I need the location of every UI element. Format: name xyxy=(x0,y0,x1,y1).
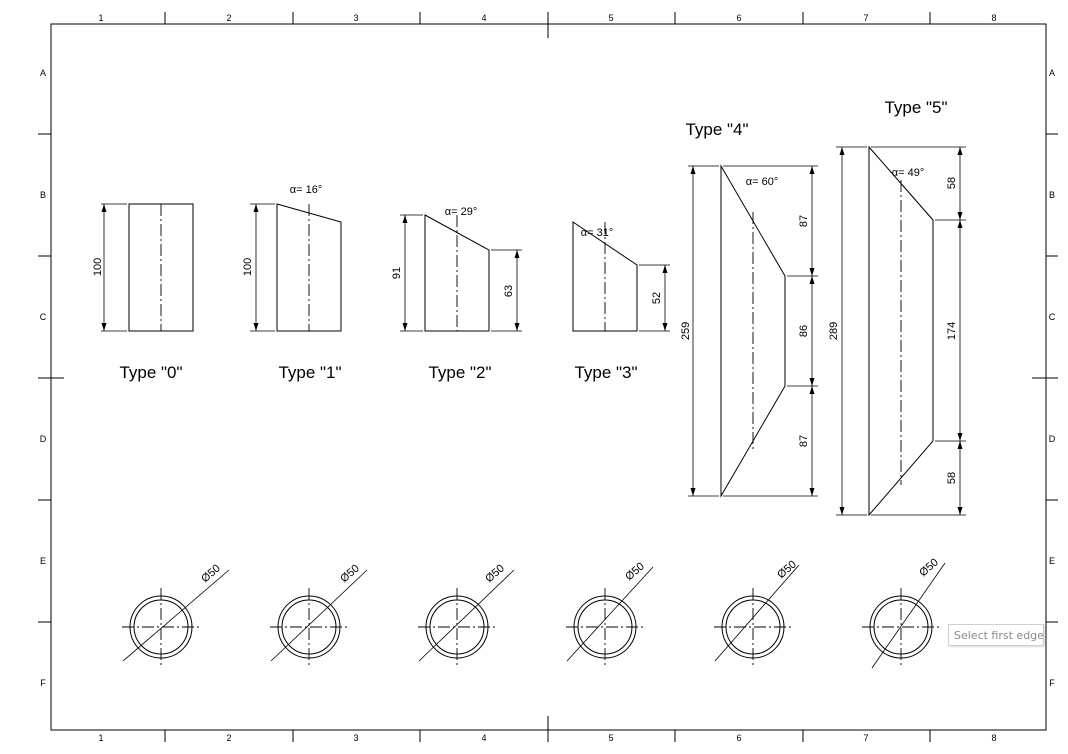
type-2-angle: α= 29° xyxy=(445,206,477,218)
col-label: 8 xyxy=(991,13,996,23)
type-4-top-dim: 87 xyxy=(798,215,810,227)
row-label: C xyxy=(40,312,47,322)
row-labels-right: A B C D E F xyxy=(1049,68,1056,688)
row-label: E xyxy=(40,556,46,566)
col-label: 1 xyxy=(98,13,103,23)
type-4-bottom-dim: 87 xyxy=(798,435,810,447)
row-label: F xyxy=(40,678,46,688)
type-0-diameter-label: Ø50 xyxy=(199,562,223,585)
col-label: 4 xyxy=(481,13,486,23)
col-label: 7 xyxy=(863,13,868,23)
type-1-height-dim: 100 xyxy=(242,258,254,276)
type-1-profile[interactable]: 100 α= 16° xyxy=(242,184,342,332)
column-labels-top: 1 2 3 4 5 6 7 8 xyxy=(98,13,996,23)
type-4-mid-dim: 86 xyxy=(798,325,810,337)
type-5-diameter-label: Ø50 xyxy=(917,556,941,579)
column-labels-bottom: 1 2 3 4 5 6 7 8 xyxy=(98,733,996,743)
type-1-label: Type "1" xyxy=(278,363,341,382)
col-label: 7 xyxy=(863,733,868,743)
row-label: C xyxy=(1049,312,1056,322)
row-label: A xyxy=(1049,68,1055,78)
row-zone-markers xyxy=(38,133,1058,623)
type-2-left-dim: 91 xyxy=(391,267,403,279)
type-0-profile[interactable]: 100 xyxy=(92,203,194,332)
cursor-tooltip: Select first edge xyxy=(948,624,1044,646)
type-0-circle-view[interactable]: Ø50 xyxy=(122,562,230,666)
row-label: A xyxy=(40,68,46,78)
type-3-angle: α= 31° xyxy=(581,227,613,239)
type-1-diameter-label: Ø50 xyxy=(338,562,362,585)
type-1-circle-view[interactable]: Ø50 xyxy=(270,562,368,666)
row-label: E xyxy=(1049,556,1055,566)
type-5-total-dim: 289 xyxy=(828,322,840,340)
col-label: 1 xyxy=(98,733,103,743)
type-5-angle: α= 49° xyxy=(892,167,924,179)
type-2-circle-view[interactable]: Ø50 xyxy=(418,562,515,666)
type-2-right-dim: 63 xyxy=(503,285,515,297)
type-4-profile[interactable]: 259 87 86 87 α= 60° xyxy=(680,164,818,498)
type-0-height-dim: 100 xyxy=(92,258,104,276)
col-label: 6 xyxy=(736,733,741,743)
type-4-diameter-label: Ø50 xyxy=(775,558,799,581)
row-label: B xyxy=(1049,190,1055,200)
type-4-circle-view[interactable]: Ø50 xyxy=(714,558,800,666)
type-5-mid-dim: 174 xyxy=(946,322,958,340)
row-label: D xyxy=(40,434,47,444)
type-5-profile[interactable]: 289 58 174 58 α= 49° xyxy=(828,145,966,517)
col-label: 3 xyxy=(353,733,358,743)
type-3-label: Type "3" xyxy=(574,363,637,382)
col-label: 8 xyxy=(991,733,996,743)
type-3-circle-view[interactable]: Ø50 xyxy=(566,560,654,666)
type-4-total-dim: 259 xyxy=(680,322,692,340)
drawing-frame xyxy=(50,23,1047,731)
type-2-label: Type "2" xyxy=(428,363,491,382)
row-label: B xyxy=(40,190,46,200)
type-1-angle: α= 16° xyxy=(290,184,322,196)
type-5-top-dim: 58 xyxy=(946,177,958,189)
type-4-angle: α= 60° xyxy=(746,176,778,188)
col-label: 5 xyxy=(608,733,613,743)
column-zone-markers xyxy=(164,12,931,742)
type-5-circle-view[interactable]: Ø50 xyxy=(862,556,946,669)
type-3-diameter-label: Ø50 xyxy=(623,560,647,583)
type-2-diameter-label: Ø50 xyxy=(483,562,507,585)
col-label: 3 xyxy=(353,13,358,23)
type-3-profile[interactable]: 52 α= 31° xyxy=(572,221,670,332)
type-5-label: Type "5" xyxy=(884,98,947,117)
col-label: 5 xyxy=(608,13,613,23)
row-label: F xyxy=(1049,678,1055,688)
type-4-label: Type "4" xyxy=(685,120,748,139)
col-label: 6 xyxy=(736,13,741,23)
row-labels-left: A B C D E F xyxy=(40,68,47,688)
col-label: 4 xyxy=(481,733,486,743)
col-label: 2 xyxy=(226,733,231,743)
row-label: D xyxy=(1049,434,1056,444)
type-3-right-dim: 52 xyxy=(651,292,663,304)
type-2-profile[interactable]: 91 63 α= 29° xyxy=(391,206,522,332)
type-5-bottom-dim: 58 xyxy=(946,472,958,484)
type-0-label: Type "0" xyxy=(119,363,182,382)
col-label: 2 xyxy=(226,13,231,23)
